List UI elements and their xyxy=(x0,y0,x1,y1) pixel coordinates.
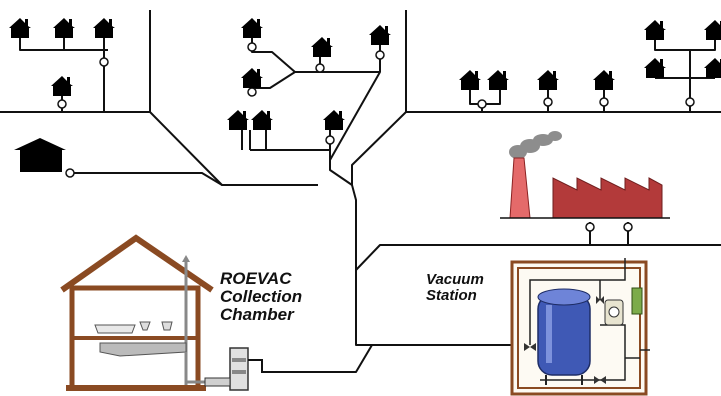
house-icon xyxy=(704,58,721,78)
house-icon xyxy=(487,70,509,90)
house-icon xyxy=(9,18,31,38)
main-pipe-center-vertical xyxy=(150,10,406,185)
house-icon xyxy=(537,70,559,90)
large-house-icon xyxy=(14,138,66,172)
house-icon xyxy=(241,68,263,88)
junction-valve-icon xyxy=(623,222,633,232)
junction-valve-icon xyxy=(65,168,75,178)
chamber-label-line-3: Chamber xyxy=(220,304,294,324)
house-icon xyxy=(644,20,666,40)
main-pipe-left xyxy=(70,172,223,186)
junction-valve-icon xyxy=(543,97,553,107)
station-label-line-1: Vacuum xyxy=(426,271,484,288)
house-icon xyxy=(53,18,75,38)
chamber-label-line-2: Collection xyxy=(220,286,303,306)
factory-roof xyxy=(552,177,663,219)
house-icon xyxy=(251,110,273,130)
chamber-label-line-1: ROEVAC xyxy=(220,269,292,288)
junction-valve-icon xyxy=(375,50,385,60)
house-icon xyxy=(323,110,345,130)
station-label-line-2: Station xyxy=(426,286,477,304)
house-icon xyxy=(644,58,666,78)
junction-valve-icon xyxy=(685,97,695,107)
junction-valve-icon xyxy=(57,99,67,109)
junction-valve-icon xyxy=(585,222,595,232)
house-cutaway-icon xyxy=(60,234,230,391)
main-trunk xyxy=(351,184,721,346)
branch-pipe-topleft-2 xyxy=(61,96,104,113)
house-icon xyxy=(241,18,263,38)
house-icon xyxy=(459,70,481,90)
branch-pipe-topcenter xyxy=(251,38,381,161)
vacuum-station xyxy=(510,258,650,396)
house-icon xyxy=(369,25,391,45)
junction-valve-icon xyxy=(477,99,487,109)
factory-icon xyxy=(500,131,670,219)
collection-pipe xyxy=(300,344,373,373)
junction-valve-icon xyxy=(325,135,335,145)
junction-valve-icon xyxy=(247,42,257,52)
junction-valve-icon xyxy=(247,87,257,97)
factory-pipe xyxy=(589,222,629,245)
house-icon xyxy=(51,76,73,96)
house-icon xyxy=(704,20,721,40)
collection-chamber-icon xyxy=(204,347,300,391)
house-icon xyxy=(311,37,333,57)
branch-pipe-upper-right xyxy=(469,40,716,112)
branch-pipe-topleft xyxy=(19,10,151,113)
houses xyxy=(9,18,721,172)
junction-valve-icon xyxy=(99,57,109,67)
vacuum-tank-icon xyxy=(537,288,591,385)
smoke xyxy=(509,131,562,159)
house-icon xyxy=(227,110,249,130)
house-icon xyxy=(593,70,615,90)
junction-valve-icon xyxy=(599,97,609,107)
main-pipe-upper-left xyxy=(0,111,318,186)
house-icon xyxy=(93,18,115,38)
collection-chamber-label: ROEVAC Collection Chamber xyxy=(220,270,302,324)
vacuum-station-label: Vacuum Station xyxy=(426,272,484,304)
factory-chimney xyxy=(509,157,531,219)
junction-valve-icon xyxy=(315,63,325,73)
